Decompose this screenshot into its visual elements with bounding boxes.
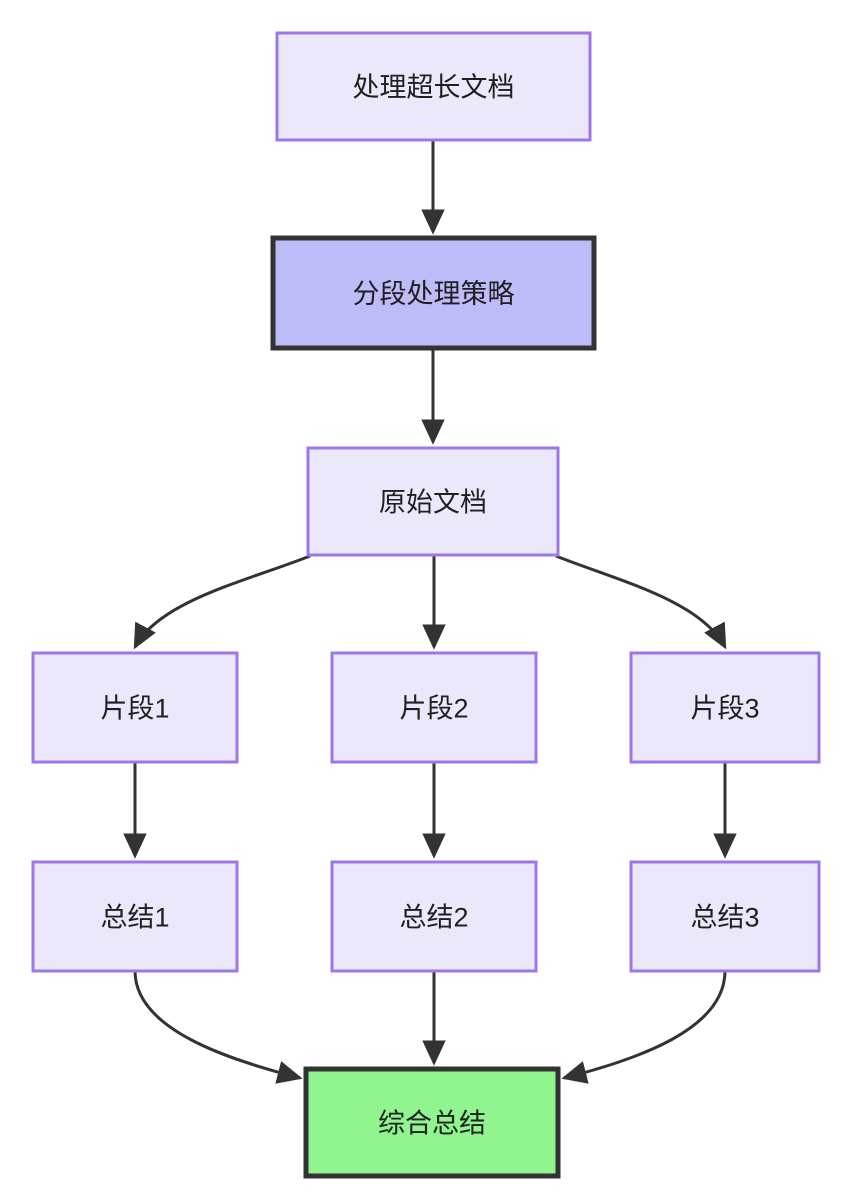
- node-box-n2[interactable]: [270, 235, 597, 351]
- node-label-n10: 综合总结: [378, 1109, 486, 1139]
- edge-n9-to-n10: [561, 970, 727, 1084]
- node-box-n1[interactable]: [275, 31, 592, 142]
- node-n1[interactable]: 处理超长文档: [275, 31, 592, 142]
- node-n7[interactable]: 总结1: [31, 860, 239, 973]
- node-n6[interactable]: 片段3: [629, 651, 821, 764]
- node-box-n5[interactable]: [330, 651, 538, 764]
- node-n9[interactable]: 总结3: [629, 860, 821, 973]
- node-n3[interactable]: 原始文档: [306, 446, 560, 557]
- node-box-n10[interactable]: [303, 1066, 561, 1179]
- node-box-n6[interactable]: [629, 651, 821, 764]
- node-label-n5: 片段2: [399, 694, 468, 724]
- node-label-n6: 片段3: [690, 694, 759, 724]
- edge-n7-to-n10: [133, 970, 303, 1084]
- node-label-n9: 总结3: [690, 903, 759, 933]
- node-label-n1: 处理超长文档: [353, 73, 515, 103]
- node-label-n7: 总结1: [100, 903, 169, 933]
- node-n4[interactable]: 片段1: [31, 651, 239, 764]
- node-box-n8[interactable]: [330, 860, 538, 973]
- node-box-n9[interactable]: [629, 860, 821, 973]
- edge-n3-to-n6: [555, 554, 727, 650]
- node-label-n2: 分段处理策略: [353, 279, 515, 309]
- node-label-n4: 片段1: [100, 694, 169, 724]
- node-n10[interactable]: 综合总结: [303, 1066, 561, 1179]
- node-label-n3: 原始文档: [379, 488, 487, 518]
- node-n8[interactable]: 总结2: [330, 860, 538, 973]
- node-box-n7[interactable]: [31, 860, 239, 973]
- node-n5[interactable]: 片段2: [330, 651, 538, 764]
- node-label-n8: 总结2: [399, 903, 468, 933]
- node-box-n4[interactable]: [31, 651, 239, 764]
- edges-layer: [123, 140, 737, 1084]
- edge-n3-to-n4: [133, 554, 311, 650]
- node-n2[interactable]: 分段处理策略: [270, 235, 597, 351]
- node-box-n3[interactable]: [306, 446, 560, 557]
